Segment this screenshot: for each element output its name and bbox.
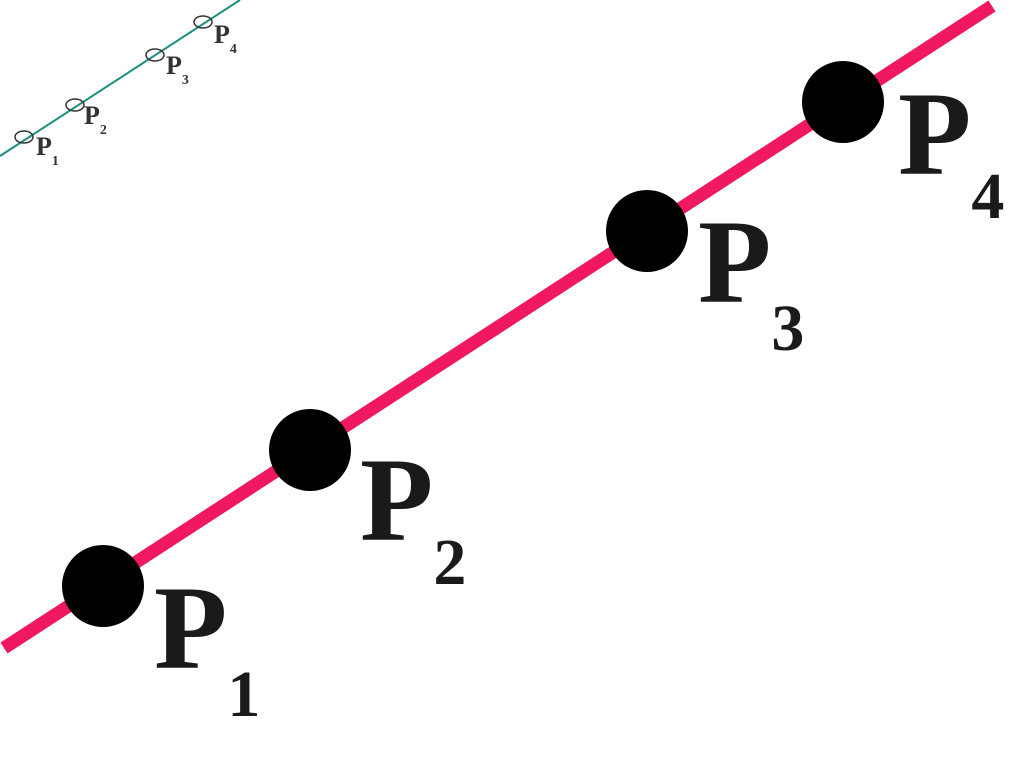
point-1: P1 <box>62 545 260 731</box>
svg-text:P1: P1 <box>36 132 59 169</box>
inset-point-2-letter: P <box>84 101 100 130</box>
inset-point-1: P1 <box>14 130 59 169</box>
point-3: P3 <box>606 190 804 365</box>
point-2-index: 2 <box>433 526 466 599</box>
point-1-index: 1 <box>227 658 260 731</box>
svg-text:P3: P3 <box>698 195 804 365</box>
inset-diagram: P1 P2 P3 P4 <box>0 0 241 169</box>
svg-text:P2: P2 <box>84 101 107 138</box>
inset-point-2: P2 <box>65 98 107 138</box>
inset-point-4-letter: P <box>214 20 230 49</box>
point-2: P2 <box>269 409 466 599</box>
inset-point-2-index: 2 <box>100 123 107 138</box>
point-1-marker <box>62 545 144 627</box>
inset-point-3-letter: P <box>166 51 182 80</box>
point-4-marker <box>802 61 884 143</box>
inset-point-4-marker <box>193 15 213 29</box>
point-2-marker <box>269 409 351 491</box>
point-4: P4 <box>802 61 1004 233</box>
inset-point-3: P3 <box>145 48 189 88</box>
point-4-letter: P <box>898 67 971 200</box>
inset-point-2-marker <box>65 98 85 112</box>
inset-point-1-marker <box>14 130 34 144</box>
inset-point-1-letter: P <box>36 132 52 161</box>
inset-point-4-index: 4 <box>230 42 237 57</box>
svg-text:P3: P3 <box>166 51 189 88</box>
inset-point-3-marker <box>145 48 165 62</box>
point-3-index: 3 <box>771 292 804 365</box>
point-3-marker <box>606 190 688 272</box>
inset-line <box>0 0 241 157</box>
point-4-index: 4 <box>971 160 1004 233</box>
inset-point-3-index: 3 <box>182 73 189 88</box>
svg-text:P2: P2 <box>360 433 466 599</box>
point-2-letter: P <box>360 433 433 566</box>
inset-point-1-index: 1 <box>52 154 59 169</box>
inset-point-4: P4 <box>193 15 237 57</box>
point-1-letter: P <box>154 561 227 694</box>
point-3-letter: P <box>698 195 771 328</box>
svg-text:P4: P4 <box>898 67 1004 233</box>
svg-text:P1: P1 <box>154 561 260 731</box>
svg-text:P4: P4 <box>214 20 237 57</box>
